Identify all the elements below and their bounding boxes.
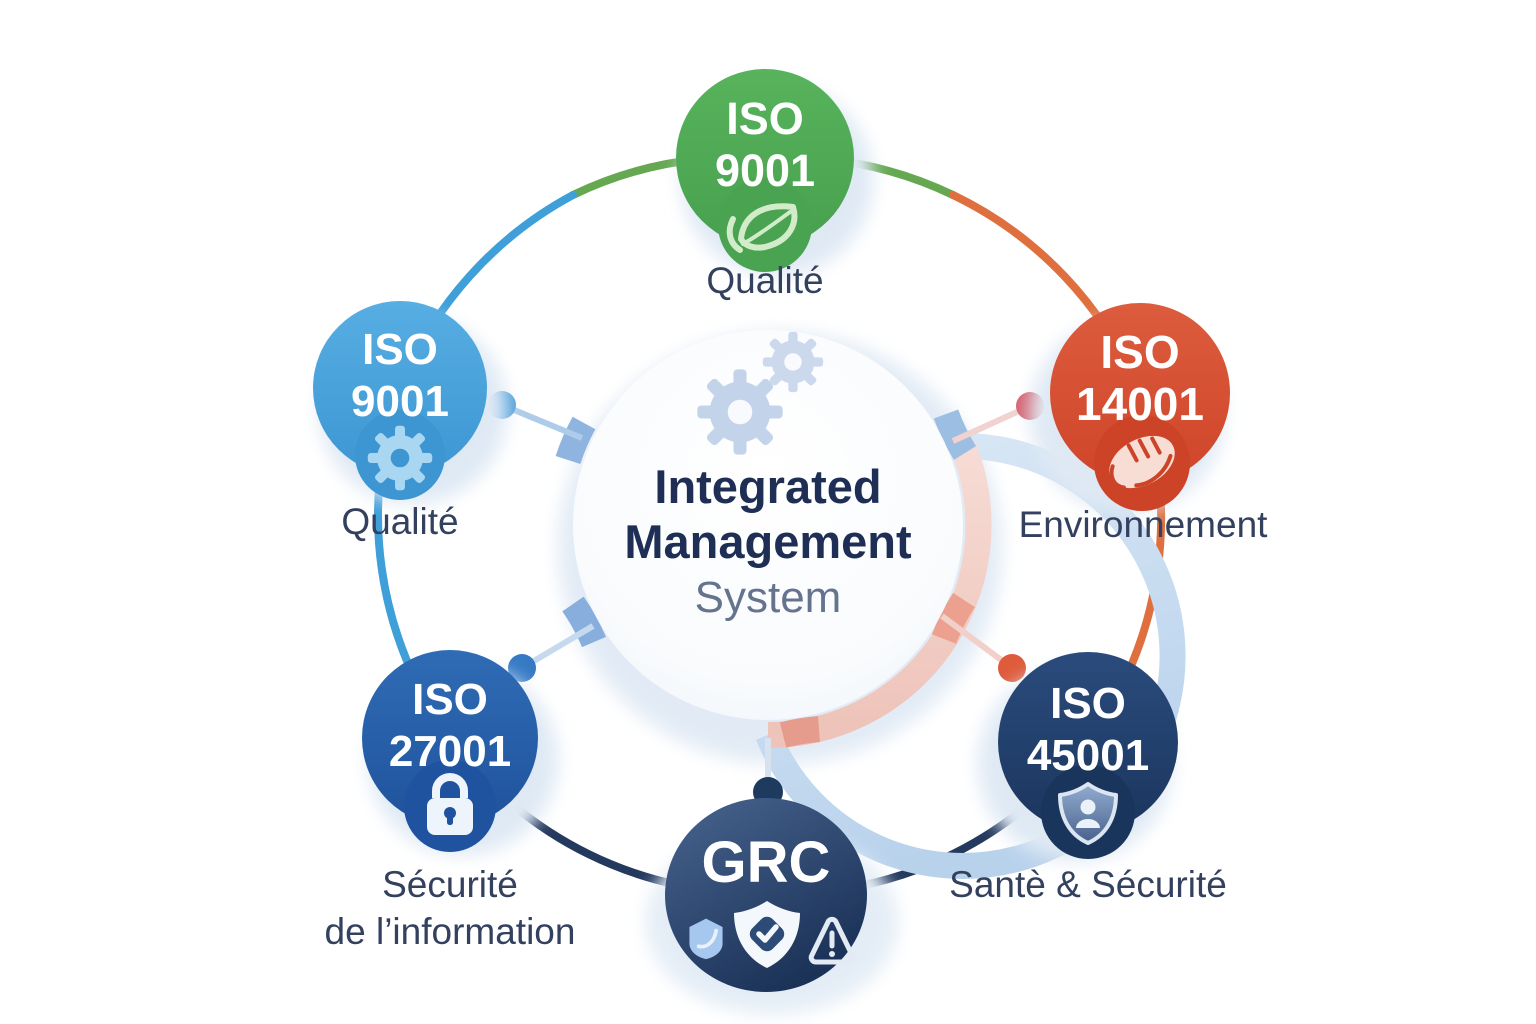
spoke-connectors: [488, 391, 1044, 807]
center-ring-pink: [767, 441, 992, 749]
label-infosec-line2: de l’information: [325, 911, 576, 952]
node-title-line1: ISO: [1100, 326, 1179, 378]
connector-bottom-right-dot: [998, 654, 1026, 682]
node-circle: [362, 650, 538, 826]
node-circle: [998, 652, 1178, 832]
node-title-line1: ISO: [726, 93, 804, 144]
leaf-icon: [726, 203, 798, 253]
node-title-line2: 45001: [1027, 731, 1149, 780]
gear-icon: [367, 425, 433, 491]
center-line3: System: [695, 573, 842, 622]
connector-right: [951, 403, 1032, 444]
shield-person-icon: [1058, 782, 1118, 845]
node-circle: [1050, 303, 1230, 483]
node-circle: [676, 69, 854, 247]
label-infosec-line1: Sécurité: [382, 864, 518, 905]
connector-bottom-left-dot: [508, 654, 536, 682]
node-title-line1: ISO: [1050, 679, 1126, 728]
node-title-line2: 14001: [1076, 378, 1204, 430]
center-disc: [573, 330, 963, 720]
gears-icon: [697, 331, 824, 455]
hand-leaf-icon: [1109, 435, 1175, 490]
label-quality-top: Qualité: [706, 260, 823, 301]
node-title-line1: ISO: [412, 675, 488, 724]
connector-bottom-right: [940, 613, 1014, 671]
center-ring-accents: [555, 409, 977, 748]
padlock-icon: [427, 773, 473, 835]
center-line2: Management: [624, 515, 912, 568]
node-title-line2: 9001: [715, 145, 815, 196]
node-iso27001-infosec: ISO 27001: [362, 650, 558, 855]
node-iso9001-quality-top: ISO 9001: [676, 69, 873, 276]
node-title-line2: 27001: [389, 727, 511, 776]
shield-leaf-icon: [689, 918, 723, 960]
node-iso14001-environment: ISO 14001: [1030, 303, 1230, 512]
connector-left: [500, 402, 584, 441]
node-title: GRC: [702, 830, 831, 895]
label-health-safety: Santè & Sécurité: [949, 864, 1227, 905]
label-quality-left: Qualité: [341, 501, 458, 542]
node-circle: [313, 301, 487, 475]
warning-triangle-icon: [808, 916, 856, 965]
shield-check-icon: [734, 901, 800, 968]
node-iso45001-health-safety: ISO 45001: [978, 652, 1178, 861]
node-iso9001-quality-left: ISO 9001: [313, 301, 507, 504]
node-title-line1: ISO: [362, 325, 438, 374]
node-grc: GRC: [646, 798, 898, 1014]
node-title-line2: 9001: [351, 377, 449, 426]
label-environment: Environnement: [1019, 504, 1269, 545]
center-line1: Integrated: [654, 460, 881, 513]
